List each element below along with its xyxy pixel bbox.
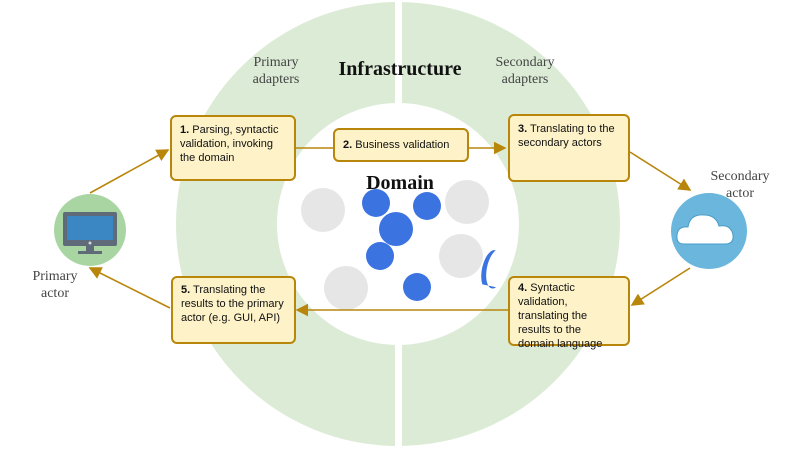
monitor-icon (54, 194, 126, 266)
step-4-box: 4. Syntactic validation, translating the… (508, 276, 630, 350)
blue-dot-edge (481, 250, 497, 289)
arrow-secondary-to-step4 (630, 267, 691, 306)
step-1-text: Parsing, syntactic validation, invoking … (180, 124, 279, 164)
step-3-box: 3. Translating to the secondary actors (508, 114, 630, 182)
blue-dot (379, 212, 413, 246)
infrastructure-label: Infrastructure (338, 58, 462, 80)
gray-dot (445, 180, 489, 224)
step-3-number: 3. (518, 123, 528, 135)
gray-dot (439, 234, 483, 278)
cloud-icon (671, 193, 747, 269)
arrow-step5-to-actor (88, 267, 171, 309)
step-3-text: Translating to the secondary actors (518, 123, 615, 149)
step-5-number: 5. (181, 284, 191, 296)
step-1-number: 1. (180, 124, 190, 136)
blue-dot (362, 189, 390, 217)
step-4-text: Syntactic validation, translating the re… (518, 282, 603, 350)
step-2-number: 2. (343, 139, 353, 151)
domain-gray-dots (301, 180, 489, 310)
step-4-number: 4. (518, 282, 528, 294)
arrow-actor-to-step1 (89, 149, 170, 194)
step-2-text: Business validation (355, 139, 450, 151)
secondary-actor-label: Secondary actor (710, 169, 770, 201)
blue-dot (403, 273, 431, 301)
secondary-adapters-label: Secondary adapters (495, 55, 555, 87)
arrow-step3-to-secondary (629, 151, 692, 191)
gray-dot (301, 188, 345, 232)
flow-arrows (88, 141, 692, 317)
gray-dot (324, 266, 368, 310)
primary-actor-label: Primary actor (32, 269, 78, 301)
step-1-box: 1. Parsing, syntactic validation, invoki… (170, 115, 296, 181)
domain-blue-dots (362, 189, 497, 301)
domain-label: Domain (366, 172, 434, 194)
step-2-box: 2. Business validation (333, 128, 469, 162)
blue-dot (413, 192, 441, 220)
step-5-box: 5. Translating the results to the primar… (171, 276, 296, 344)
blue-dot (366, 242, 394, 270)
primary-adapters-label: Primary adapters (252, 55, 300, 87)
step-5-text: Translating the results to the primary a… (181, 284, 284, 324)
